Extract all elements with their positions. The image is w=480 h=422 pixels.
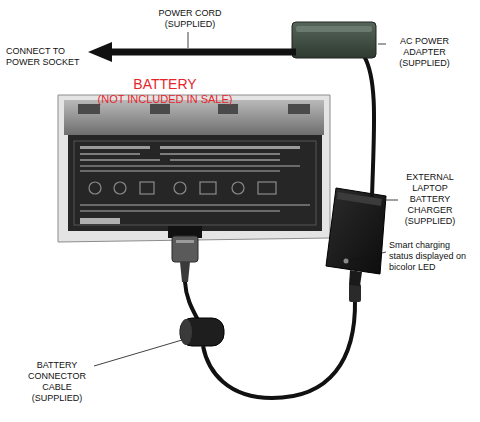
battery-pack [58, 95, 330, 242]
callout-label: CONNECT TO POWER SOCKET [6, 46, 88, 68]
callout-label: AC POWER ADAPTER (SUPPLIED) [387, 36, 462, 69]
warning-label: (NOT INCLUDED IN SALE) [85, 93, 245, 106]
callout-label: POWER CORD (SUPPLIED) [150, 8, 230, 30]
leader-lines [94, 32, 398, 366]
warning-label: BATTERY [95, 76, 235, 93]
callout-label: BATTERY CONNECTOR CABLE (SUPPLIED) [22, 360, 92, 404]
power-adapter [88, 22, 376, 197]
callout-label: EXTERNAL LAPTOP BATTERY CHARGER (SUPPLIE… [399, 172, 461, 227]
callout-label: Smart charging status displayed on bicol… [389, 240, 469, 273]
external-charger [326, 188, 386, 286]
